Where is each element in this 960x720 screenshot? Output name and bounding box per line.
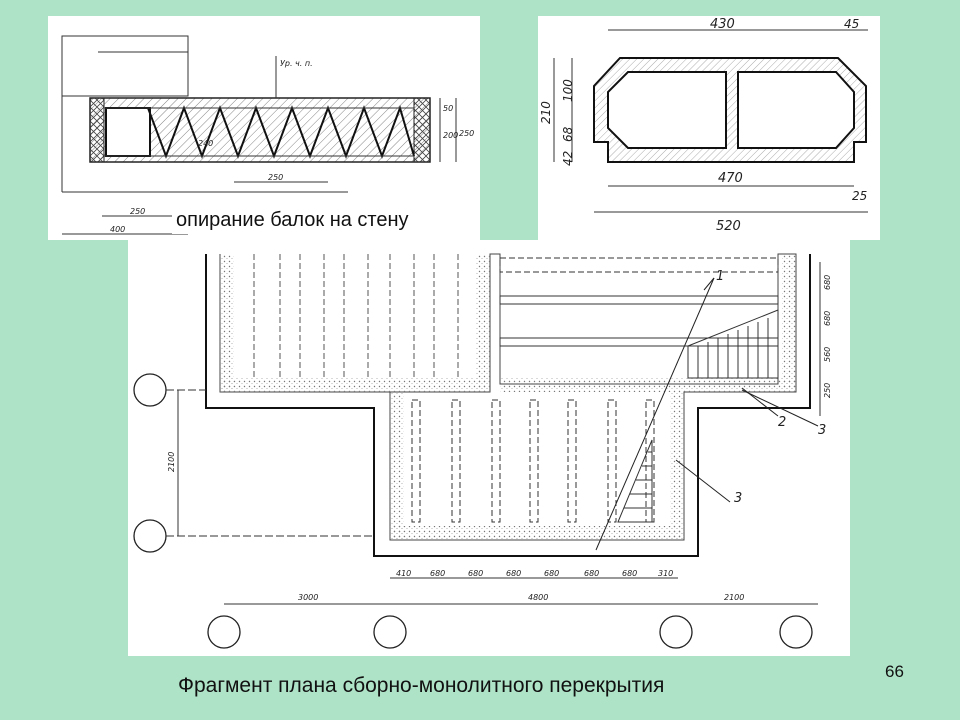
floor-plan-fragment: 1 2 3 3 2100 680 680 560 250 410 680 680… bbox=[128, 240, 850, 656]
dim-250v: 250 bbox=[459, 129, 474, 138]
hollow-block-section: 430 45 470 25 520 210 100 68 42 bbox=[538, 16, 880, 240]
right-dim-2: 680 bbox=[823, 311, 832, 326]
bottom-dim-3: 680 bbox=[468, 569, 483, 578]
callout-3a: 3 bbox=[818, 423, 826, 438]
axis-marker bbox=[133, 373, 167, 407]
callout-1: 1 bbox=[716, 269, 724, 284]
axis-marker bbox=[659, 615, 693, 649]
dim-240: 240 bbox=[198, 139, 213, 148]
bottom-dim-7: 680 bbox=[622, 569, 637, 578]
bottom-dim-4: 680 bbox=[506, 569, 521, 578]
dim-210: 210 bbox=[539, 101, 553, 124]
axis-marker bbox=[373, 615, 407, 649]
dim-470: 470 bbox=[718, 171, 743, 186]
bottom-dim-8: 310 bbox=[658, 569, 673, 578]
right-dim-3: 560 bbox=[823, 347, 832, 362]
beam-support-drawing: Ур. ч. п. 200 250 50 240 250 250 400 опи… bbox=[48, 16, 480, 240]
level-label: Ур. ч. п. bbox=[280, 59, 313, 68]
bottom-dim-1: 410 bbox=[396, 569, 411, 578]
span-dim-4800: 4800 bbox=[528, 593, 548, 602]
right-dim-1: 680 bbox=[823, 275, 832, 290]
dim-430: 430 bbox=[710, 17, 735, 32]
right-dim-4: 250 bbox=[823, 383, 832, 398]
dim-68: 68 bbox=[561, 126, 575, 142]
page-number: 66 bbox=[885, 662, 904, 681]
dim-45: 45 bbox=[844, 17, 859, 31]
callout-3b: 3 bbox=[734, 491, 742, 506]
dim-200: 200 bbox=[443, 131, 458, 140]
dim-42: 42 bbox=[561, 151, 575, 166]
dim-520: 520 bbox=[716, 219, 741, 234]
slide-caption: Фрагмент плана сборно-монолитного перекр… bbox=[178, 674, 665, 697]
bottom-dim-6: 680 bbox=[584, 569, 599, 578]
axis-marker bbox=[779, 615, 813, 649]
dim-100: 100 bbox=[561, 79, 575, 102]
span-dim-2100: 2100 bbox=[724, 593, 744, 602]
bottom-dim-2: 680 bbox=[430, 569, 445, 578]
dim-250b: 250 bbox=[268, 173, 283, 182]
dim-250a: 250 bbox=[130, 207, 145, 216]
axis-marker bbox=[133, 519, 167, 553]
axis-marker bbox=[207, 615, 241, 649]
dim-25: 25 bbox=[852, 189, 867, 203]
support-caption: опирание балок на стену bbox=[172, 206, 413, 234]
span-dim-3000: 3000 bbox=[298, 593, 318, 602]
dim-2100-vertical: 2100 bbox=[167, 452, 176, 472]
dim-400: 400 bbox=[110, 225, 125, 234]
bottom-dim-5: 680 bbox=[544, 569, 559, 578]
callout-2: 2 bbox=[778, 415, 786, 430]
dim-50: 50 bbox=[443, 104, 453, 113]
